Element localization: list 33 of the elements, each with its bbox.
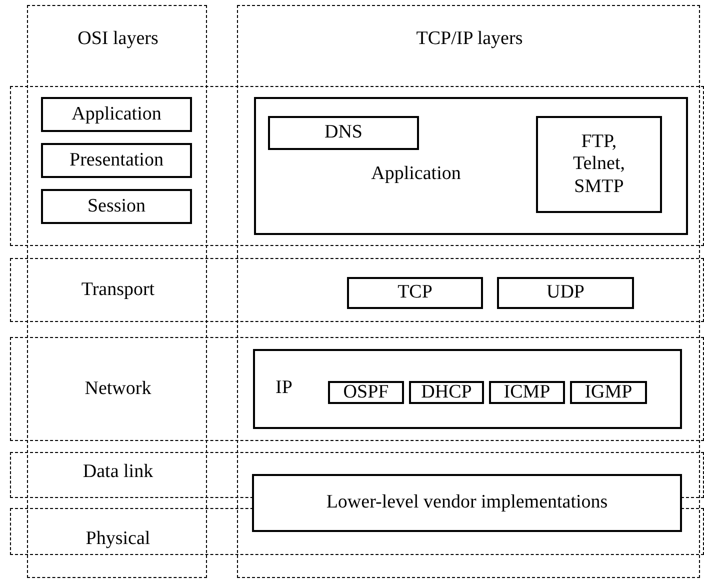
layer-box: [41, 143, 192, 178]
protocol-box: [328, 381, 404, 404]
protocol-box: [409, 381, 484, 404]
protocol-label: Session: [86, 195, 147, 218]
protocol-box: [536, 116, 662, 213]
protocol-label: IGMP: [584, 381, 634, 404]
layer-label: OSI layers: [76, 28, 160, 51]
protocol-box: [570, 381, 647, 404]
layer-label: Physical: [84, 528, 152, 551]
protocol-label: DHCP: [420, 381, 473, 404]
protocol-label: TCP: [396, 282, 434, 304]
layer-label: Network: [84, 378, 152, 401]
protocol-label: Application: [370, 163, 462, 186]
layer-label: TCP/IP layers: [415, 28, 524, 51]
protocol-group-box: [254, 97, 688, 235]
protocol-label: Lower-level vendor implementations: [325, 492, 609, 514]
protocol-box: [268, 116, 419, 150]
protocol-label: FTP, Telnet, SMTP: [572, 130, 626, 199]
protocol-box: [489, 381, 565, 404]
protocol-label: Application: [70, 103, 162, 126]
protocol-label: OSPF: [342, 381, 390, 404]
layer-label: Data link: [82, 461, 154, 484]
protocol-label: IP: [274, 377, 294, 400]
protocol-label: UDP: [545, 282, 586, 304]
protocol-label: Presentation: [68, 149, 164, 172]
protocol-label: ICMP: [502, 381, 552, 404]
protocol-box: [347, 277, 483, 309]
protocol-group-box: [253, 349, 682, 429]
layer-label: Transport: [80, 279, 156, 302]
protocol-label: DNS: [323, 122, 364, 144]
layer-box: [41, 189, 192, 224]
protocol-box: [497, 277, 634, 309]
layer-box: [41, 97, 192, 132]
